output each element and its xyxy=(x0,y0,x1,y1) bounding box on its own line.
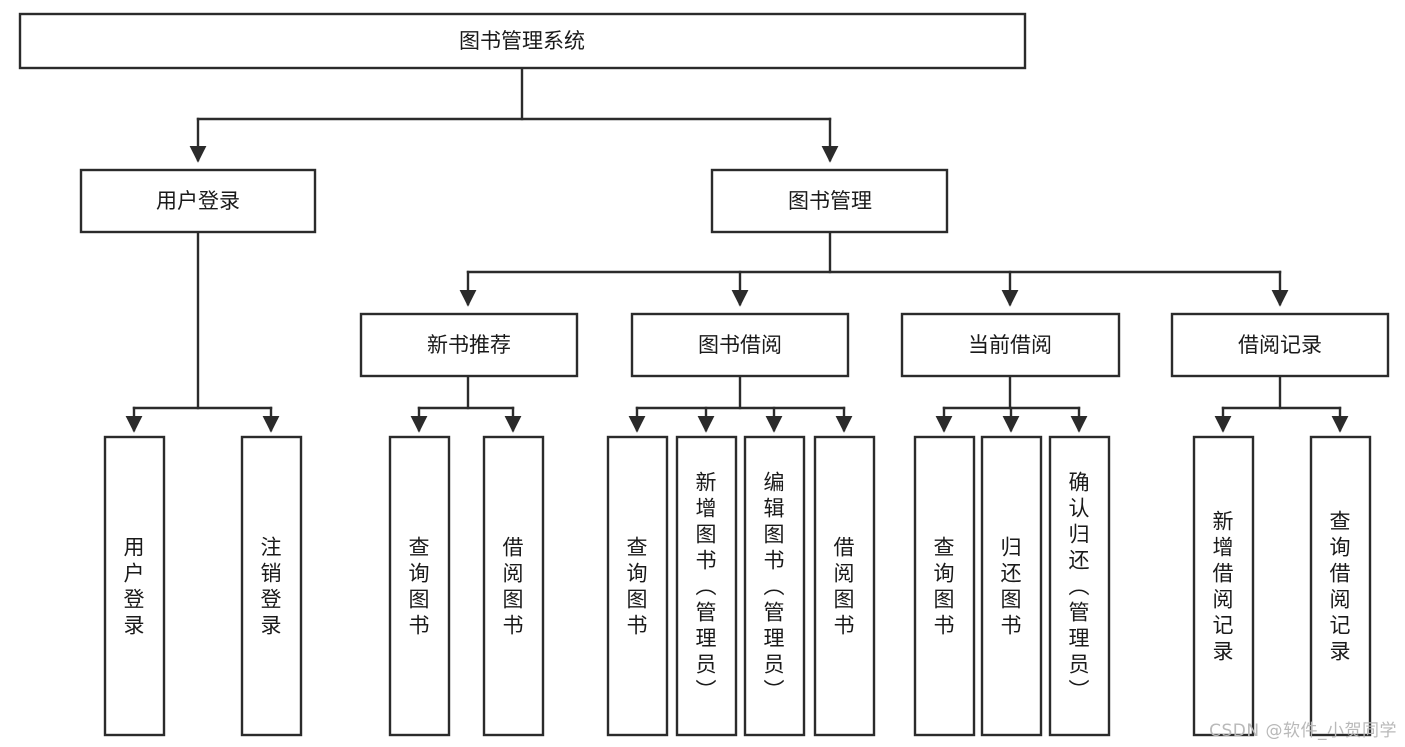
leaf-borrow-book-2-label: 借阅图书 xyxy=(834,535,855,637)
node-user-login-label: 用户登录 xyxy=(156,189,240,213)
leaf-query-record-box[interactable] xyxy=(1309,435,1372,737)
leaf-query-book-2-box[interactable] xyxy=(606,435,669,737)
leaf-node[interactable]: 查询图书 xyxy=(388,435,451,737)
leaf-add-record-box[interactable] xyxy=(1192,435,1255,737)
node-root-box[interactable] xyxy=(18,12,1027,70)
node-new-book-recommend[interactable]: 新书推荐 xyxy=(359,312,579,378)
leaf-add-record-label: 新增借阅记录 xyxy=(1213,509,1234,663)
leaf-borrow-book-1-label: 借阅图书 xyxy=(503,535,524,637)
node-root[interactable]: 图书管理系统 xyxy=(18,12,1027,70)
node-root-label: 图书管理系统 xyxy=(459,29,585,53)
leaf-node[interactable]: 确认归还︵管理员︶ xyxy=(1048,435,1111,737)
node-current-borrow-label: 当前借阅 xyxy=(968,333,1052,357)
connector-group-borrow-record xyxy=(1214,374,1349,433)
connector-group-user-login xyxy=(125,230,280,433)
node-new-book-recommend-box[interactable] xyxy=(359,312,579,378)
node-book-management-label: 图书管理 xyxy=(788,189,872,213)
node-book-management-box[interactable] xyxy=(710,168,949,234)
node-borrow-record-label: 借阅记录 xyxy=(1238,333,1322,357)
leaf-borrow-book-2-box[interactable] xyxy=(813,435,876,737)
csdn-watermark: CSDN @软件_小贺同学 xyxy=(1209,721,1397,741)
leaf-user-login-box[interactable] xyxy=(103,435,166,737)
leaf-edit-book-box[interactable] xyxy=(743,435,806,737)
leaf-query-book-1-box[interactable] xyxy=(388,435,451,737)
leaf-node[interactable]: 归还图书 xyxy=(980,435,1043,737)
connector-group-new-book xyxy=(410,374,522,433)
leaf-query-book-3-box[interactable] xyxy=(913,435,976,737)
leaf-node[interactable]: 查询图书 xyxy=(913,435,976,737)
leaf-query-book-1-label: 查询图书 xyxy=(409,535,430,637)
leaf-node[interactable]: 查询图书 xyxy=(606,435,669,737)
connector-group-book-management xyxy=(459,230,1289,307)
leaf-node[interactable]: 借阅图书 xyxy=(482,435,545,737)
leaf-node[interactable]: 新增图书︵管理员︶ xyxy=(675,435,738,737)
leaf-add-book-box[interactable] xyxy=(675,435,738,737)
leaf-return-book-label: 归还图书 xyxy=(1001,535,1022,637)
node-book-borrow[interactable]: 图书借阅 xyxy=(630,312,850,378)
leaf-user-logout-box[interactable] xyxy=(240,435,303,737)
leaf-borrow-book-1-box[interactable] xyxy=(482,435,545,737)
leaf-confirm-return-label: 确认归还︵管理员︶ xyxy=(1069,470,1090,702)
leaf-node[interactable]: 注销登录 xyxy=(240,435,303,737)
leaf-edit-book-label: 编辑图书︵管理员︶ xyxy=(764,470,785,702)
node-current-borrow[interactable]: 当前借阅 xyxy=(900,312,1121,378)
node-book-borrow-box[interactable] xyxy=(630,312,850,378)
connector-group-current-borrow xyxy=(935,374,1088,433)
node-borrow-record[interactable]: 借阅记录 xyxy=(1170,312,1390,378)
connector-group-root xyxy=(189,66,839,163)
node-user-login-box[interactable] xyxy=(79,168,317,234)
leaf-query-book-2-label: 查询图书 xyxy=(627,535,648,637)
node-book-management[interactable]: 图书管理 xyxy=(710,168,949,234)
connector-group-book-borrow xyxy=(628,374,853,433)
leaf-user-login-label: 用户登录 xyxy=(124,535,145,637)
leaf-node[interactable]: 编辑图书︵管理员︶ xyxy=(743,435,806,737)
leaf-query-record-label: 查询借阅记录 xyxy=(1330,509,1351,663)
node-current-borrow-box[interactable] xyxy=(900,312,1121,378)
node-user-login[interactable]: 用户登录 xyxy=(79,168,317,234)
leaf-node[interactable]: 借阅图书 xyxy=(813,435,876,737)
leaf-node[interactable]: 用户登录 xyxy=(103,435,166,737)
leaf-add-book-label: 新增图书︵管理员︶ xyxy=(696,470,717,702)
leaf-confirm-return-box[interactable] xyxy=(1048,435,1111,737)
leaf-user-logout-label: 注销登录 xyxy=(261,535,282,637)
node-new-book-recommend-label: 新书推荐 xyxy=(427,333,511,357)
node-borrow-record-box[interactable] xyxy=(1170,312,1390,378)
leaf-node[interactable]: 新增借阅记录 xyxy=(1192,435,1255,737)
leaf-query-book-3-label: 查询图书 xyxy=(934,535,955,637)
leaf-return-book-box[interactable] xyxy=(980,435,1043,737)
leaf-node[interactable]: 查询借阅记录 xyxy=(1309,435,1372,737)
node-book-borrow-label: 图书借阅 xyxy=(698,333,782,357)
